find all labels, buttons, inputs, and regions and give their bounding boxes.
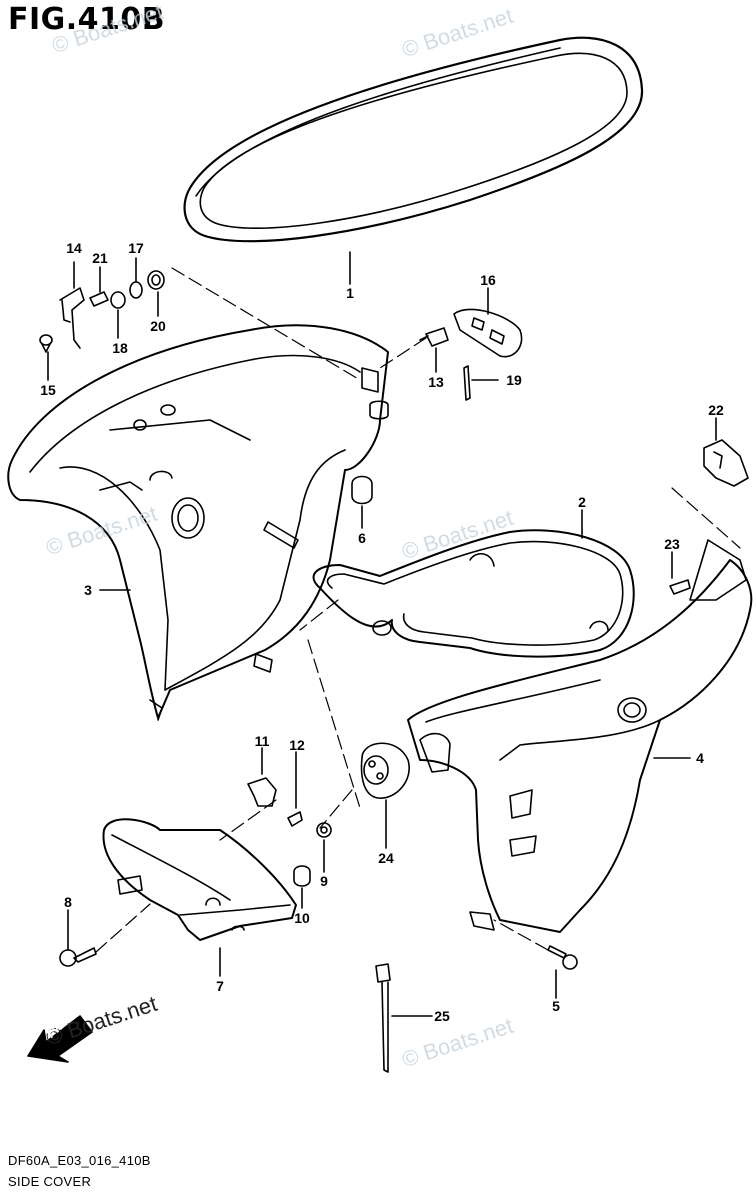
callout-7: 7	[216, 978, 224, 994]
bolt-part-15	[39, 334, 53, 353]
callout-11: 11	[254, 733, 270, 749]
callout-18: 18	[112, 340, 128, 356]
grommet-part-10	[293, 865, 311, 887]
rear-cover-part-4	[407, 539, 753, 933]
callout-17: 17	[128, 240, 144, 256]
forward-arrow-icon	[27, 1015, 93, 1063]
callout-5: 5	[552, 998, 560, 1014]
figure-caption: SIDE COVER	[8, 1174, 92, 1189]
callout-25: 25	[434, 1008, 450, 1024]
callout-13: 13	[428, 374, 444, 390]
grommet-part-20	[147, 270, 165, 290]
callout-12: 12	[289, 737, 305, 753]
callout-6: 6	[358, 530, 366, 546]
pin-part-19	[463, 365, 471, 401]
rubber-frame-part-2	[312, 529, 635, 658]
callout-8: 8	[64, 894, 72, 910]
screw-part-23	[669, 579, 691, 595]
callout-22: 22	[708, 402, 724, 418]
bushing-part-6	[351, 475, 373, 505]
callout-2: 2	[578, 494, 586, 510]
bolt-part-5	[547, 945, 578, 970]
washer-part-18	[110, 291, 126, 309]
lower-panel-part-7	[102, 818, 297, 941]
callout-20: 20	[150, 318, 166, 334]
callout-23: 23	[664, 536, 680, 552]
collar-part-9	[316, 822, 332, 838]
figure-code: DF60A_E03_016_410B	[8, 1153, 151, 1168]
clip-part-22	[703, 439, 749, 487]
washer-part-17	[129, 281, 143, 299]
bracket-part-14	[59, 287, 85, 349]
bracket-part-11	[247, 777, 277, 807]
figure-title: FIG.410B	[8, 2, 166, 37]
bushing-part-13	[419, 327, 449, 347]
callout-4: 4	[696, 750, 704, 766]
cover-part-16	[453, 308, 523, 358]
callout-15: 15	[40, 382, 56, 398]
cable-tie-part-25	[375, 963, 391, 1073]
callout-10: 10	[294, 910, 310, 926]
callout-24: 24	[378, 850, 394, 866]
callout-21: 21	[92, 250, 108, 266]
bolt-part-8	[59, 947, 97, 967]
front-cover-part-3	[7, 324, 389, 721]
grommet-part-24	[360, 742, 410, 799]
callout-3: 3	[84, 582, 92, 598]
callout-19: 19	[506, 372, 522, 388]
screw-part-12	[287, 811, 303, 827]
callout-14: 14	[66, 240, 82, 256]
assembly-lines	[95, 267, 741, 953]
callout-9: 9	[320, 873, 328, 889]
pin-part-21	[89, 291, 109, 307]
callout-1: 1	[346, 285, 354, 301]
seal-ring-part-1	[183, 36, 644, 243]
callout-16: 16	[480, 272, 496, 288]
